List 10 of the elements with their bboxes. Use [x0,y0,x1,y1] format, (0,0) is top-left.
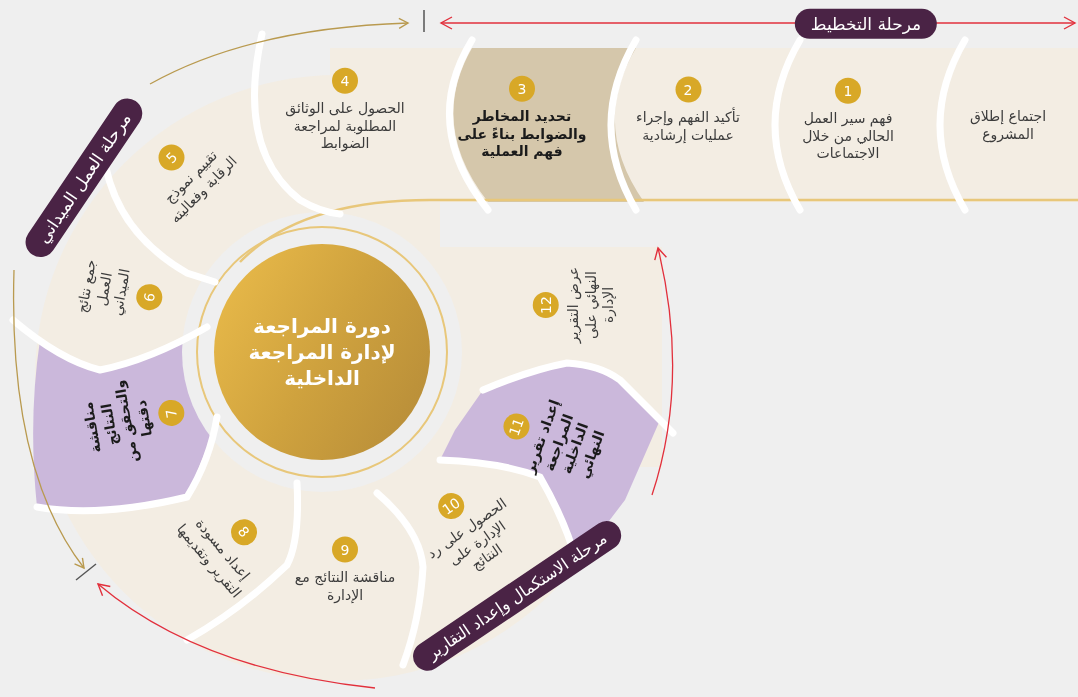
step-text: عرض التقرير النهائي على الإدارة [564,265,617,346]
step-text: تأكيد الفهم وإجراء عمليات إرشادية [635,108,741,144]
phase-label: مرحلة التخطيط [794,8,938,40]
step-text: مناقشة النتائج مع الإدارة [293,568,397,604]
step-text: تحديد المخاطر والضوابط بناءً على فهم العملية [456,107,588,161]
step-text: اجتماع إطلاق المشروع [968,107,1048,143]
center-title: دورة المراجعة لإدارة المراجعة الداخلية [247,313,397,391]
step-text: مناقشة النتائج والتحقق من دقتها [78,377,156,466]
step-text: الحصول على الوثائق المطلوبة لمراجعة الضوابط [284,99,406,153]
step-text: فهم سير العمل الحالي من خلال الاجتماعات [801,109,895,163]
